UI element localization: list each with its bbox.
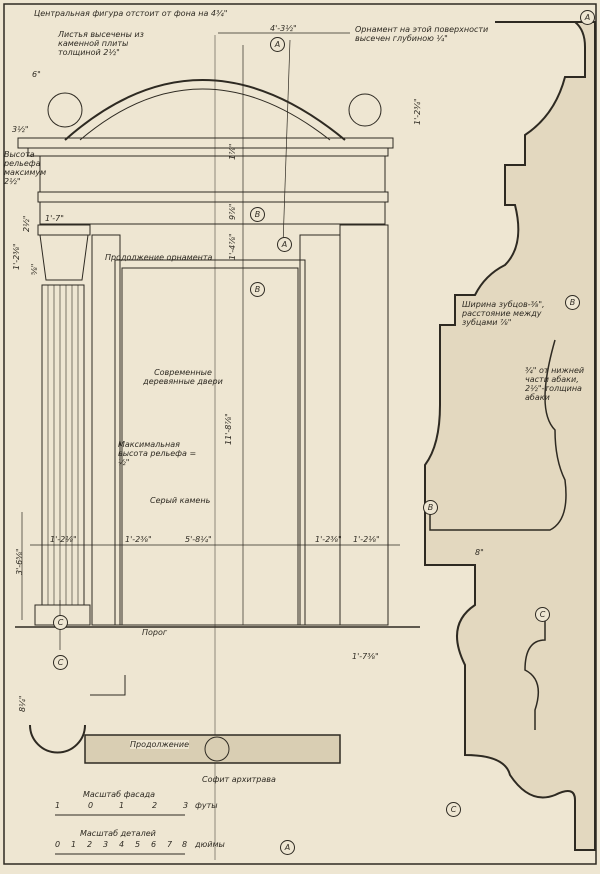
- facade-tick: 0: [88, 801, 94, 810]
- profile-a: [424, 21, 596, 851]
- note-abacus: ¾" от нижней части абаки, 2½"-толщина аб…: [525, 366, 585, 402]
- cornice: [17, 137, 394, 149]
- note-leaves: Листья высечены из каменной плиты толщин…: [58, 30, 144, 57]
- note-soffit: Софит архитрава: [202, 775, 276, 784]
- profile-c: [524, 620, 546, 730]
- dim-w3: 5'-8¼": [185, 535, 212, 544]
- dim-pediment-height: 1'-2¾": [413, 98, 422, 125]
- soffit-section: [29, 724, 86, 754]
- capital: [39, 234, 89, 281]
- pediment-arch: [64, 79, 346, 141]
- note-relief-height: Высота рельефа максимум 2½": [4, 150, 47, 186]
- dim-three-half: 3½": [12, 125, 29, 134]
- marker-b-profile: B: [423, 500, 438, 515]
- cornice-band: [27, 147, 389, 157]
- pediment-inner-arch: [79, 88, 331, 141]
- detail-tick: 6: [151, 840, 157, 849]
- dim-entab-3: 1'-4⅞": [228, 233, 237, 260]
- facade-tick: 1: [55, 801, 61, 810]
- note-modern-doors: Современные деревянные двери: [143, 368, 223, 386]
- note-ornament-continuation: Продолжение орнамента: [105, 253, 213, 262]
- detail-tick: 7: [167, 840, 173, 849]
- note-continuation: Продолжение: [130, 740, 190, 749]
- detail-unit: дюймы: [195, 840, 225, 849]
- dim-w1: 1'-2⅛": [50, 535, 77, 544]
- dim-capital-width: 1'-7": [45, 214, 64, 223]
- dim-w4: 1'-2⅜": [315, 535, 342, 544]
- dim-capital-1: 2½": [22, 215, 31, 232]
- marker-b-lower: B: [250, 282, 265, 297]
- marker-a-bottom: A: [280, 840, 295, 855]
- dim-opening-height: 11'-8⅞": [224, 413, 233, 445]
- note-central-figure: Центральная фигура отстоит от фона на 4¾…: [34, 9, 228, 18]
- marker-b-upper: B: [250, 207, 265, 222]
- marker-a-lower: A: [277, 237, 292, 252]
- facade-unit: футы: [195, 801, 218, 810]
- facade-tick: 1: [119, 801, 125, 810]
- marker-a-top: A: [580, 10, 595, 25]
- dim-capital-3: ⅝": [30, 263, 39, 275]
- marker-c-bottom: C: [446, 802, 461, 817]
- note-grey-stone: Серый камень: [150, 496, 211, 505]
- detail-tick: 3: [103, 840, 109, 849]
- architrave: [39, 201, 386, 225]
- rosette: [47, 92, 83, 128]
- note-threshold: Порог: [142, 628, 168, 637]
- rosette-right: [348, 93, 382, 127]
- dim-soffit-depth: 8¼": [18, 695, 27, 712]
- right-pilaster: [299, 234, 341, 626]
- marker-a-pediment: A: [270, 37, 285, 52]
- detail-tick: 5: [135, 840, 141, 849]
- facade-tick: 2: [152, 801, 158, 810]
- facade-tick: 3: [183, 801, 189, 810]
- right-jamb: [339, 224, 389, 626]
- detail-tick: 0: [55, 840, 61, 849]
- dim-top-width: 4'-3½": [270, 24, 297, 33]
- marker-c-below: C: [53, 655, 68, 670]
- marker-c-profile: C: [535, 607, 550, 622]
- marker-b-detail: B: [565, 295, 580, 310]
- soffit-rosette: [204, 736, 230, 762]
- left-pilaster: [91, 234, 121, 626]
- dim-w5: 1'-2⅛": [353, 535, 380, 544]
- soffit-plan: [84, 734, 341, 764]
- dim-capital-2: 1'-2⅜": [12, 243, 21, 270]
- note-max-relief: Максимальная высота рельефа = ½": [118, 440, 197, 467]
- dim-plinth: 1'-7⅜": [352, 652, 379, 661]
- dim-six-in: 6": [32, 70, 41, 79]
- dim-base-height: 3'-6⅝": [15, 548, 24, 575]
- detail-tick: 1: [71, 840, 77, 849]
- architrave-band: [37, 191, 389, 203]
- facade-scale-title: Масштаб фасада: [83, 790, 156, 799]
- dim-eight-in: 8": [475, 548, 484, 557]
- detail-scale-title: Масштаб деталей: [80, 829, 156, 838]
- door-opening: [121, 267, 299, 626]
- marker-c-shaft: C: [53, 615, 68, 630]
- detail-tick: 2: [87, 840, 93, 849]
- dim-entab-1: 1⅞": [228, 143, 237, 160]
- note-ornament-depth: Орнамент на этой поверхности высечен глу…: [355, 25, 489, 43]
- dim-w2: 1'-2⅜": [125, 535, 152, 544]
- section-a-line: [282, 39, 291, 246]
- profile-b: [429, 339, 567, 531]
- frieze: [39, 155, 386, 193]
- capital-abacus: [37, 224, 91, 236]
- note-dentils: Ширина зубцов-⅜", расстояние между зубца…: [462, 300, 545, 327]
- dim-entab-2: 9⅞": [228, 203, 237, 220]
- detail-tick: 4: [119, 840, 125, 849]
- detail-tick: 8: [182, 840, 188, 849]
